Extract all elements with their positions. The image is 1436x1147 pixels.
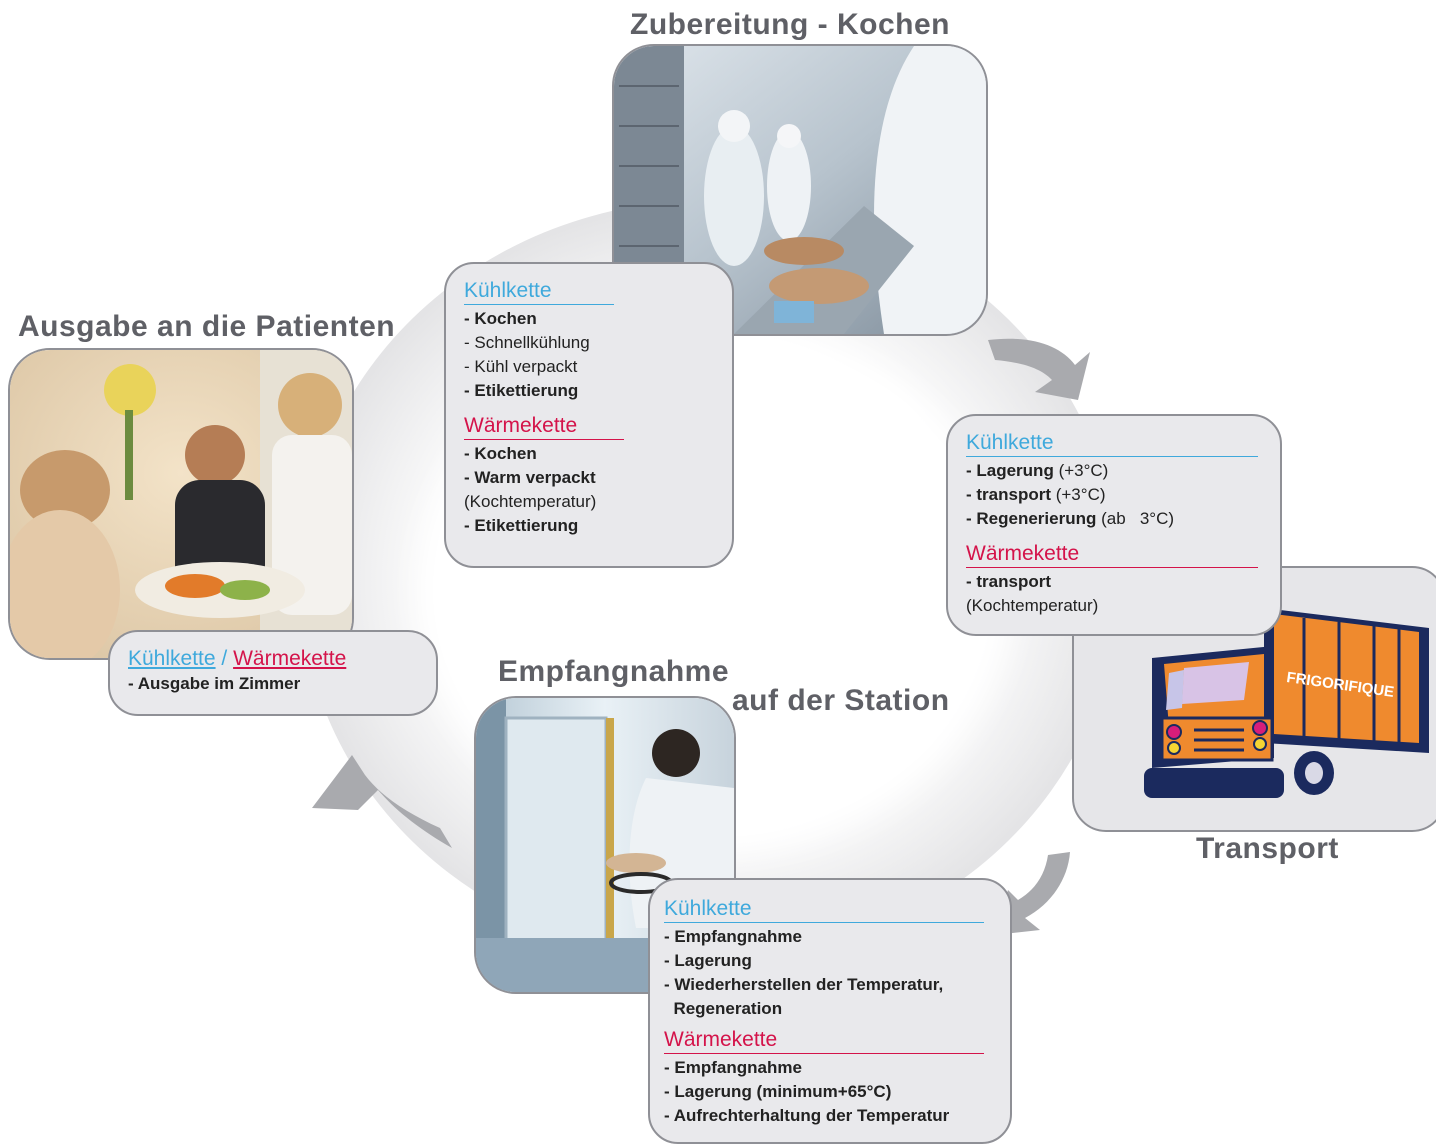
list-item: - Empfangnahme <box>664 1056 996 1080</box>
list-item-text: (Kochtemperatur) <box>464 492 597 511</box>
list-item-bold-text: Regeneration <box>664 999 783 1018</box>
title-transport: Transport <box>1196 832 1339 865</box>
list-item-bold-text: - Empfangnahme <box>664 1058 802 1077</box>
list-item: - Lagerung <box>664 949 996 973</box>
warm-chain-list: - Kochen - Warm verpackt (Kochtemperatur) -… <box>464 442 714 538</box>
list-item-text: (Kochtemperatur) <box>966 596 1099 615</box>
list-item: - Empfangnahme <box>664 925 996 949</box>
list-item: - Etikettierung <box>464 514 714 538</box>
list-item: - Kühl verpackt <box>464 355 714 379</box>
cool-chain-list: - Lagerung (+3°C)- transport (+3°C)- Reg… <box>966 459 1262 531</box>
warm-chain-heading: Wärmekette <box>233 647 347 670</box>
list-item-bold-text: - Etikettierung <box>464 516 579 535</box>
list-item: - Lagerung (+3°C) <box>966 459 1262 483</box>
list-item-bold-text: - Etikettierung <box>464 381 579 400</box>
heading-separator: / <box>215 647 234 670</box>
list-item: (Kochtemperatur) <box>464 490 714 514</box>
list-item: - Lagerung (minimum+65°C) <box>664 1080 996 1104</box>
list-item-text: (+3°C) <box>1053 461 1109 480</box>
list-item: - Kochen <box>464 307 714 331</box>
list-item-bold-text: - Warm verpackt <box>464 468 596 487</box>
truck-illustration <box>1144 608 1429 798</box>
warm-chain-heading: Wärmekette <box>464 413 624 440</box>
arrow-bottom-right <box>995 852 1070 935</box>
arrow-top-right <box>988 338 1090 400</box>
cool-chain-heading: Kühlkette <box>664 896 984 923</box>
cool-chain-list: - Kochen - Schnellkühlung - Kühl verpackt -… <box>464 307 714 403</box>
list-item-bold-text: - Regenerierung <box>966 509 1097 528</box>
list-item-text: - Kühl verpackt <box>464 357 578 376</box>
list-item-bold-text: - Wiederherstellen der Temperatur, <box>664 975 944 994</box>
list-item: - Warm verpackt <box>464 466 714 490</box>
list-item-bold-text: - Kochen <box>464 309 537 328</box>
list-item-bold-text: - Lagerung <box>966 461 1054 480</box>
list-item: - Etikettierung <box>464 379 714 403</box>
box-cooking-steps: Kühlkette - Kochen - Schnellkühlung - Kühl… <box>444 262 734 568</box>
box-patients-steps: Kühlkette / Wärmekette - Ausgabe im Zimm… <box>108 630 438 716</box>
list-item: - Aufrechterhaltung der Temperatur <box>664 1104 996 1128</box>
box-transport-steps: Kühlkette - Lagerung (+3°C)- transport (… <box>946 414 1282 636</box>
list-item: - Schnellkühlung <box>464 331 714 355</box>
list-item: - transport (+3°C) <box>966 483 1262 507</box>
reception-photo <box>474 696 736 994</box>
warm-chain-heading: Wärmekette <box>664 1027 984 1054</box>
warm-chain-list: - transport (Kochtemperatur) <box>966 570 1262 618</box>
list-item-bold-text: - Lagerung (minimum+65°C) <box>664 1082 892 1101</box>
list-item: - transport <box>966 570 1262 594</box>
arrow-bottom-left <box>312 755 452 848</box>
list-item-bold-text: - Lagerung <box>664 951 752 970</box>
list-item-bold-text: - Empfangnahme <box>664 927 802 946</box>
list-item: - Wiederherstellen der Temperatur, <box>664 973 996 997</box>
list-item: Regeneration <box>664 997 996 1021</box>
title-patients: Ausgabe an die Patienten <box>18 310 396 343</box>
title-cooking: Zubereitung - Kochen <box>630 8 950 41</box>
list-item: - Kochen <box>464 442 714 466</box>
title-reception-line1: Empfangnahme <box>498 655 730 688</box>
list-item: (Kochtemperatur) <box>966 594 1262 618</box>
list-item-text: (+3°C) <box>1051 485 1106 504</box>
list-item: - Ausgabe im Zimmer <box>128 672 418 696</box>
patients-list: - Ausgabe im Zimmer <box>128 672 418 696</box>
list-item-bold-text: - Kochen <box>464 444 537 463</box>
warm-chain-list: - Empfangnahme - Lagerung (minimum+65°C) -… <box>664 1056 996 1128</box>
cool-chain-heading: Kühlkette <box>464 278 614 305</box>
cool-chain-heading: Kühlkette <box>128 647 216 670</box>
list-item-bold-text: - transport <box>966 485 1051 504</box>
list-item-bold-text: - Aufrechterhaltung der Temperatur <box>664 1106 950 1125</box>
cool-chain-list: - Empfangnahme - Lagerung - Wiederherstell… <box>664 925 996 1021</box>
list-item: - Regenerierung (ab 3°C) <box>966 507 1262 531</box>
box-reception-steps: Kühlkette - Empfangnahme - Lagerung - Wied… <box>648 878 1012 1144</box>
list-item-bold-text: - transport <box>966 572 1051 591</box>
title-reception-line2: auf der Station <box>732 684 950 717</box>
patients-photo <box>8 348 354 660</box>
list-item-bold-text: - Ausgabe im Zimmer <box>128 674 301 693</box>
list-item-text: - Schnellkühlung <box>464 333 590 352</box>
warm-chain-heading: Wärmekette <box>966 541 1258 568</box>
list-item-text: (ab 3°C) <box>1096 509 1175 528</box>
cool-chain-heading: Kühlkette <box>966 430 1258 457</box>
